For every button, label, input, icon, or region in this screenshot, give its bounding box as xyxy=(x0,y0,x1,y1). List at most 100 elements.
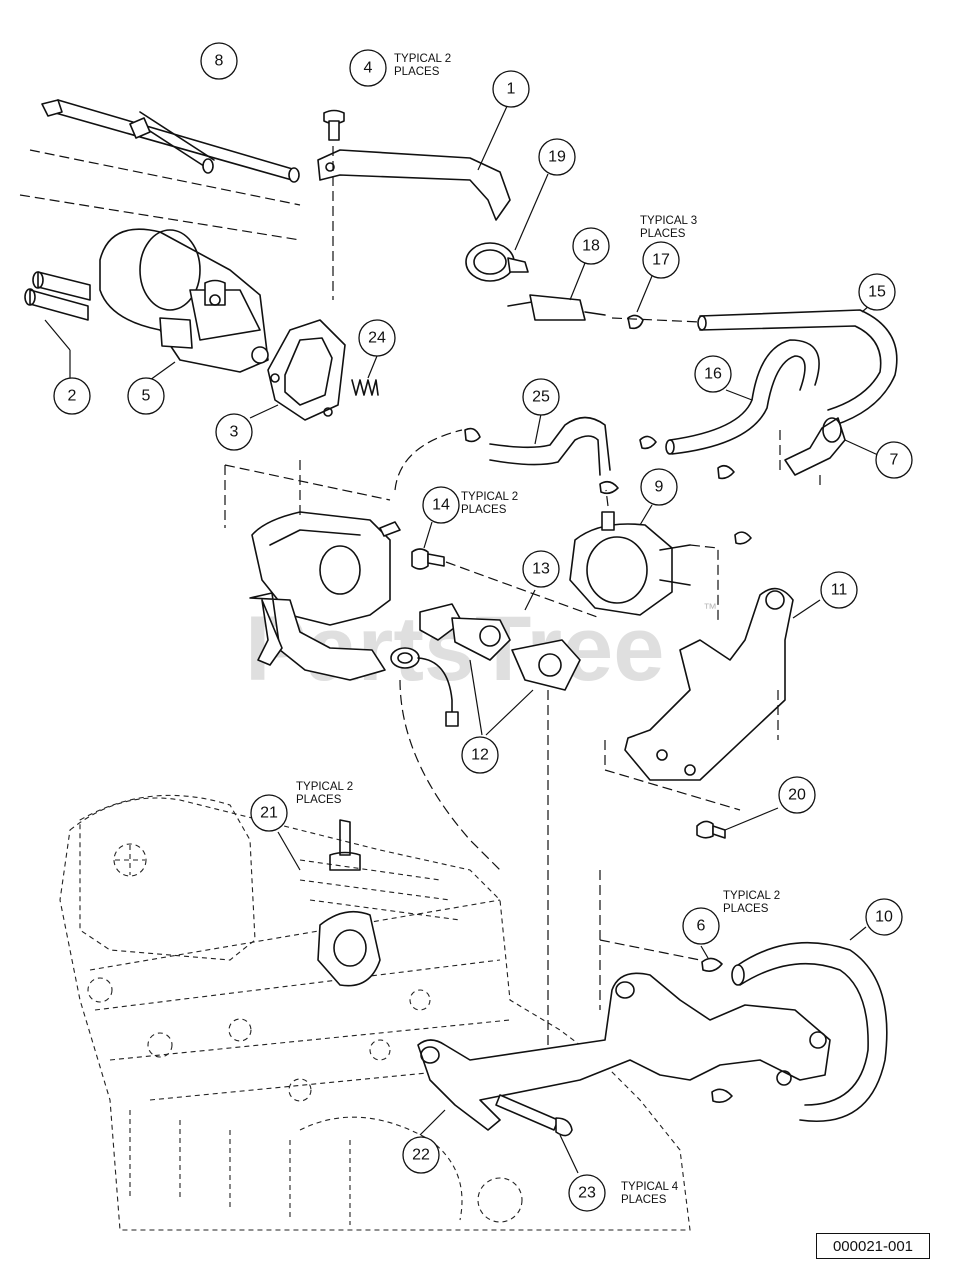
callout-6: 6 xyxy=(682,907,720,945)
callout-label: 3 xyxy=(230,424,239,441)
callout-16: 16 xyxy=(694,355,732,393)
callout-circle xyxy=(875,441,913,479)
note-line: PLACES xyxy=(640,228,686,240)
callout-circle xyxy=(778,776,816,814)
callout-label: 16 xyxy=(704,366,722,383)
callout-circle xyxy=(422,486,460,524)
callout-circle xyxy=(682,907,720,945)
callout-circle xyxy=(461,736,499,774)
callout-circle xyxy=(820,571,858,609)
callout-label: 12 xyxy=(471,747,489,764)
part-6-clamps xyxy=(700,945,733,1103)
dash-lines-misc xyxy=(779,430,821,485)
callout-circle xyxy=(250,794,288,832)
callout-layer: 1234567891011121314151617181920212223242… xyxy=(53,42,913,1212)
callout-circle xyxy=(522,550,560,588)
part-19-clamp xyxy=(465,173,549,282)
callout-circle xyxy=(865,898,903,936)
callout-11: 11 xyxy=(820,571,858,609)
callout-circle xyxy=(492,70,530,108)
callout-label: 23 xyxy=(578,1185,596,1202)
callout-25: 25 xyxy=(522,378,560,416)
callout-label: 5 xyxy=(142,388,151,405)
callout-3: 3 xyxy=(215,413,253,451)
part-8-rods xyxy=(19,99,301,241)
callout-label: 14 xyxy=(432,497,450,514)
note-line: PLACES xyxy=(394,66,440,78)
note-line: PLACES xyxy=(621,1194,667,1206)
part-16-hose xyxy=(665,339,820,455)
part-10-hose xyxy=(731,926,888,1122)
part-7-elbow xyxy=(784,417,879,476)
callout-label: 8 xyxy=(215,53,224,70)
callout-circle xyxy=(858,273,896,311)
callout-circle xyxy=(200,42,238,80)
note-line: TYPICAL 2 xyxy=(296,781,353,793)
callout-circle xyxy=(402,1136,440,1174)
callout-label: 22 xyxy=(412,1147,430,1164)
callout-13: 13 xyxy=(522,550,560,588)
part-23-bolt xyxy=(495,1094,579,1174)
callout-circle xyxy=(572,227,610,265)
callout-14: 14 xyxy=(422,486,460,524)
callout-9: 9 xyxy=(640,468,678,506)
callout-label: 25 xyxy=(532,389,550,406)
callout-label: 15 xyxy=(868,284,886,301)
callout-15: 15 xyxy=(858,273,896,311)
part-17-clamp xyxy=(611,275,701,330)
callout-label: 4 xyxy=(364,60,373,77)
note-line: TYPICAL 3 xyxy=(640,215,697,227)
callout-23: 23 xyxy=(568,1174,606,1212)
callout-5: 5 xyxy=(127,377,165,415)
callout-label: 24 xyxy=(368,330,386,347)
callout-21: 21 xyxy=(250,794,288,832)
callout-label: 1 xyxy=(507,81,516,98)
part-20-bolt xyxy=(696,807,779,839)
callout-12: 12 xyxy=(461,736,499,774)
callout-label: 20 xyxy=(788,787,806,804)
callout-circle xyxy=(640,468,678,506)
callout-label: 11 xyxy=(831,582,848,599)
part-4-bolt xyxy=(323,109,345,300)
note-line: TYPICAL 4 xyxy=(621,1181,679,1193)
part-13-gaskets xyxy=(399,589,581,1060)
part-11-bracket xyxy=(604,587,821,811)
engine-block xyxy=(59,794,691,1231)
reference-number: 000021-001 xyxy=(816,1233,930,1259)
note-line: TYPICAL 2 xyxy=(394,53,451,65)
callout-circle xyxy=(642,241,680,279)
callout-circle xyxy=(694,355,732,393)
part-3-gasket xyxy=(249,319,346,421)
part-5-air-horn xyxy=(99,228,269,381)
callout-label: 13 xyxy=(532,561,550,578)
callout-circle xyxy=(522,378,560,416)
part-24-spring xyxy=(351,355,379,396)
callout-label: 17 xyxy=(652,252,670,269)
leader-14 xyxy=(423,521,433,549)
note-line: PLACES xyxy=(723,903,769,915)
callout-18: 18 xyxy=(572,227,610,265)
callout-circle xyxy=(349,49,387,87)
callout-19: 19 xyxy=(538,138,576,176)
callout-20: 20 xyxy=(778,776,816,814)
part-22-manifold xyxy=(417,870,831,1136)
callout-4: 4 xyxy=(349,49,387,87)
callout-label: 7 xyxy=(890,452,899,469)
leader-21 xyxy=(277,831,301,871)
callout-label: 9 xyxy=(655,479,664,496)
callout-22: 22 xyxy=(402,1136,440,1174)
note-line: TYPICAL 2 xyxy=(723,890,780,902)
callout-label: 21 xyxy=(260,805,278,822)
callout-circle xyxy=(538,138,576,176)
callout-24: 24 xyxy=(358,319,396,357)
part-1-bracket xyxy=(317,103,511,221)
callout-label: 2 xyxy=(68,388,77,405)
